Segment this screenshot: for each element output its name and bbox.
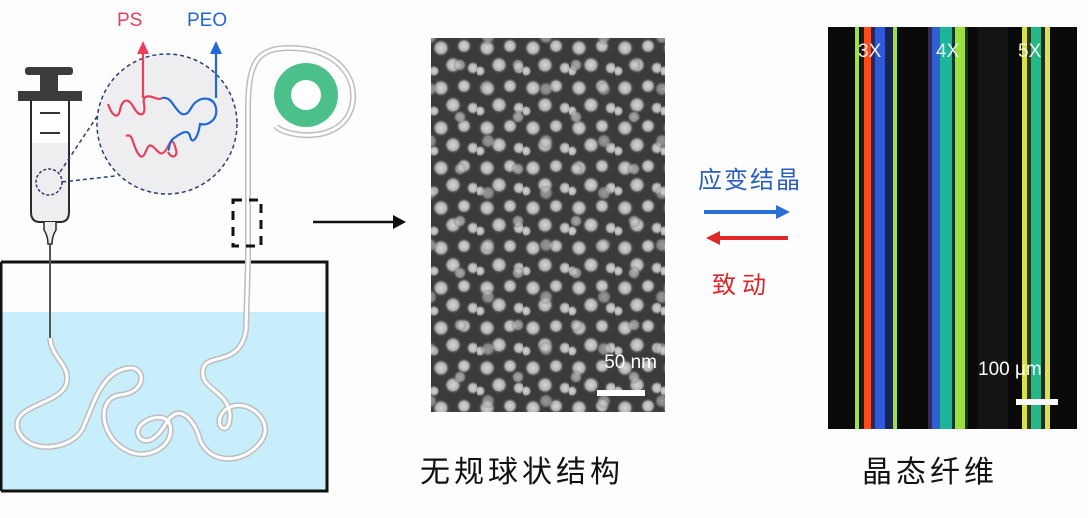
tem-caption: 无规球状结构 [420, 455, 624, 490]
pom-scale-label: 100 μm [978, 359, 1042, 380]
water-bath [0, 260, 329, 493]
magnified-polymer-view [59, 41, 238, 195]
fiber-3x [855, 27, 897, 429]
fiber-stripes [828, 27, 1077, 429]
forward-arrow-icon [704, 205, 790, 219]
schematic-panel: PS PEO [0, 0, 420, 518]
tem-spheres-pattern [431, 38, 665, 412]
reversible-arrows [704, 205, 790, 245]
strain-crystallization-label: 应变结晶 [698, 166, 802, 194]
schematic-drawing [0, 41, 406, 493]
fiber-4x [928, 27, 1008, 429]
tem-micrograph: 50 nm [431, 38, 665, 412]
stretch-label-4x: 4X [936, 41, 960, 62]
backward-arrow-icon [706, 231, 788, 245]
pom-fiber-micrograph: 3X 4X 5X 100 μm [828, 27, 1077, 429]
right-arrow-icon [313, 215, 406, 229]
spool-icon [274, 63, 338, 127]
fiber-in-bath [14, 259, 269, 462]
ps-label: PS [117, 10, 143, 31]
stretch-label-3x: 3X [858, 41, 882, 62]
dashed-selection-box [231, 198, 263, 248]
actuation-label: 致动 [712, 271, 772, 299]
tem-scale-bar [597, 390, 645, 396]
pom-caption: 晶态纤维 [862, 455, 998, 490]
pom-scale-bar [1016, 399, 1058, 405]
peo-label: PEO [187, 10, 228, 31]
fiber-5x [1022, 27, 1050, 429]
fiber-to-spool [245, 44, 357, 262]
tem-scale-label: 50 nm [604, 352, 657, 373]
stretch-label-5x: 5X [1018, 41, 1042, 62]
syringe-icon [18, 67, 82, 338]
